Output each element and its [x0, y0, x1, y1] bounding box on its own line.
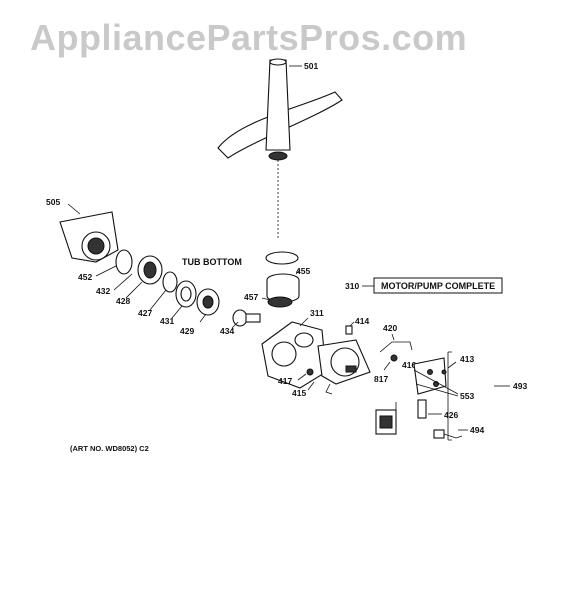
chopper-428: [137, 255, 163, 285]
pump-body-311: [261, 321, 327, 389]
label-420: 420: [383, 323, 397, 333]
harness-494: [433, 429, 463, 439]
label-501: 501: [304, 61, 318, 71]
label-455: 455: [296, 266, 310, 276]
screw-413: [441, 369, 447, 375]
label-413: 413: [460, 354, 474, 364]
label-553: 553: [460, 391, 474, 401]
switch-426: [417, 399, 427, 419]
label-311: 311: [310, 308, 324, 318]
label-414: 414: [355, 316, 369, 326]
clamp-457: [267, 296, 293, 308]
label-427: 427: [138, 308, 152, 318]
bracket-553: [413, 357, 447, 395]
label-457: 457: [244, 292, 258, 302]
label-452: 452: [78, 272, 92, 282]
label-426: 426: [444, 410, 458, 420]
screw-414: [345, 325, 353, 335]
motor-pump-complete-box: [373, 277, 503, 294]
label-429: 429: [180, 326, 194, 336]
watermark: AppliancePartsPros.com: [30, 17, 467, 58]
label-428: 428: [116, 296, 130, 306]
motor: [317, 339, 371, 395]
art-number: (ART NO. WD8052) C2: [70, 444, 149, 453]
tub-bottom-label: TUB BOTTOM: [182, 257, 242, 267]
label-434: 434: [220, 326, 234, 336]
tub-bottom-ring: [265, 251, 299, 265]
nut-416: [390, 354, 398, 362]
spray-arm-501: [217, 58, 343, 240]
screw-417: [306, 368, 314, 376]
label-310: 310: [345, 281, 359, 291]
pump-inlet-505: [59, 211, 119, 263]
seal-434: [232, 309, 261, 327]
solenoid: [375, 402, 397, 435]
label-431: 431: [160, 316, 174, 326]
label-417: 417: [278, 376, 292, 386]
label-505: 505: [46, 197, 60, 207]
label-416: 416: [402, 360, 416, 370]
part-427: [162, 271, 178, 293]
label-415: 415: [292, 388, 306, 398]
label-817: 817: [374, 374, 388, 384]
label-432: 432: [96, 286, 110, 296]
label-493: 493: [513, 381, 527, 391]
clamp-452: [115, 249, 133, 275]
bracket-420: [379, 341, 413, 353]
motor-pump-complete-label: MOTOR/PUMP COMPLETE: [381, 281, 495, 291]
label-494: 494: [470, 425, 484, 435]
impeller-429: [196, 288, 220, 316]
